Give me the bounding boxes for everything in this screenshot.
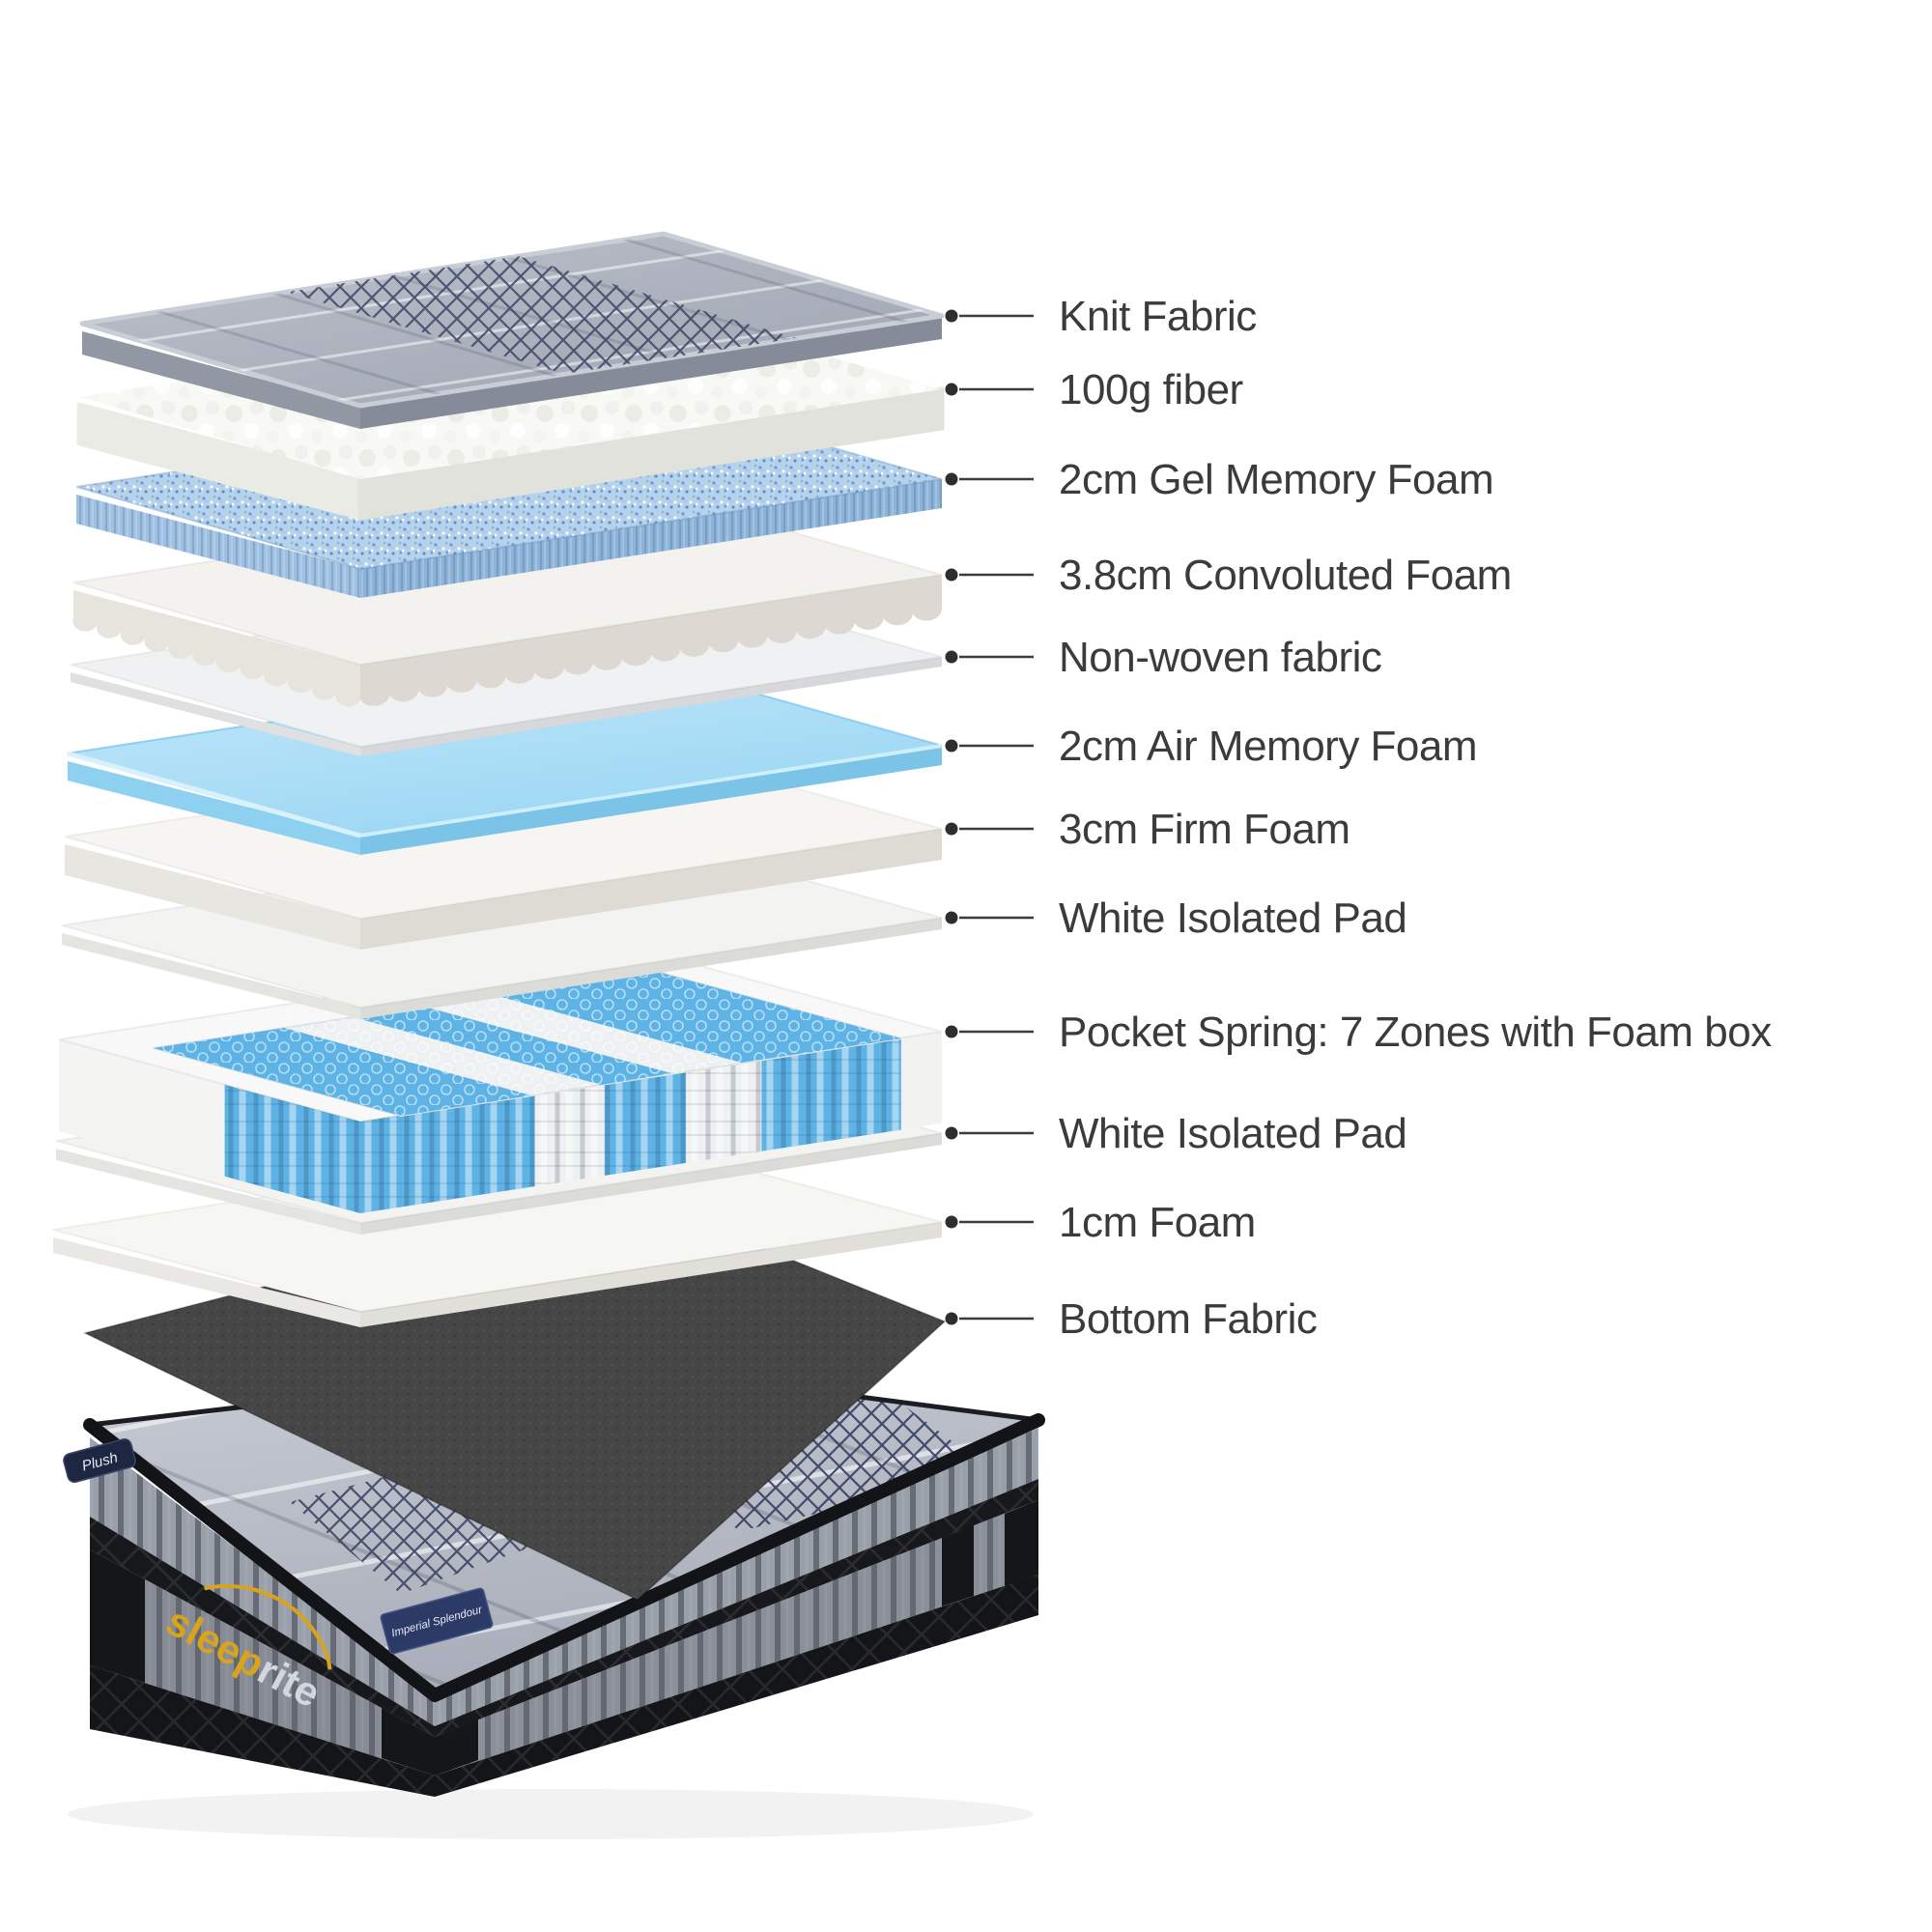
- plush-corner-tag: Plush: [63, 1438, 136, 1483]
- layer-label-gel-memory-foam: 2cm Gel Memory Foam: [1059, 456, 1493, 503]
- label-row-bottom-fabric: Bottom Fabric: [945, 1295, 1318, 1343]
- layer-label-air-memory-foam: 2cm Air Memory Foam: [1059, 723, 1477, 770]
- layer-label-fiber-100g: 100g fiber: [1059, 366, 1243, 413]
- leader-dot: [945, 309, 958, 323]
- layer-label-white-isolated-pad-lower: White Isolated Pad: [1059, 1110, 1406, 1157]
- leader-dot: [945, 1025, 958, 1038]
- layer-label-non-woven-fabric: Non-woven fabric: [1059, 634, 1381, 681]
- layer-label-pocket-spring: Pocket Spring: 7 Zones with Foam box: [1059, 1009, 1772, 1056]
- layer-label-convoluted-foam: 3.8cm Convoluted Foam: [1059, 552, 1512, 599]
- layer-label-white-isolated-pad-upper: White Isolated Pad: [1059, 895, 1406, 942]
- layer-air-memory-foam-group: [67, 662, 943, 855]
- layer-label-foam-1cm: 1cm Foam: [1059, 1199, 1256, 1246]
- label-row-air-memory-foam: 2cm Air Memory Foam: [945, 723, 1478, 770]
- brand-swoosh-icon: [204, 1583, 332, 1670]
- layer-label-bottom-fabric: Bottom Fabric: [1059, 1295, 1317, 1343]
- leader-dot: [945, 822, 958, 836]
- label-row-pocket-spring: Pocket Spring: 7 Zones with Foam box: [945, 1009, 1773, 1056]
- label-row-white-isolated-pad-upper: White Isolated Pad: [945, 895, 1407, 942]
- leader-dot: [945, 1215, 958, 1229]
- mattress-right-face: [435, 1428, 1038, 1797]
- layer-pocket-spring-group: [58, 948, 943, 1213]
- layer-foam-1cm-group: [52, 1138, 943, 1327]
- leader-dot: [945, 568, 958, 582]
- mattress-shadow: [68, 1789, 1034, 1839]
- mattress-left-face: [90, 1437, 435, 1797]
- layer-label-knit-fabric: Knit Fabric: [1059, 293, 1257, 340]
- leader-dot: [945, 911, 958, 924]
- leader-dot: [945, 739, 958, 753]
- imperial-splendour-tag: Imperial Splendour: [380, 1587, 494, 1655]
- leader-dot: [945, 650, 958, 664]
- label-row-firm-foam: 3cm Firm Foam: [945, 806, 1350, 853]
- label-row-foam-1cm: 1cm Foam: [945, 1199, 1256, 1246]
- knit-motif-band: [286, 256, 796, 374]
- leader-dot: [945, 472, 958, 486]
- label-row-convoluted-foam: 3.8cm Convoluted Foam: [945, 552, 1512, 599]
- knit-motif-band: [290, 1463, 541, 1594]
- leader-dot: [945, 1312, 958, 1325]
- layer-labels: Knit Fabric 100g fiber 2cm Gel Memory Fo…: [945, 293, 1773, 1343]
- label-row-fiber-100g: 100g fiber: [945, 366, 1243, 413]
- label-row-white-isolated-pad-lower: White Isolated Pad: [945, 1110, 1407, 1157]
- label-row-knit-fabric: Knit Fabric: [945, 293, 1257, 340]
- layer-label-firm-foam: 3cm Firm Foam: [1059, 806, 1350, 853]
- label-row-non-woven-fabric: Non-woven fabric: [945, 634, 1382, 681]
- label-row-gel-memory-foam: 2cm Gel Memory Foam: [945, 456, 1494, 503]
- leader-dot: [945, 383, 958, 396]
- leader-dot: [945, 1126, 958, 1140]
